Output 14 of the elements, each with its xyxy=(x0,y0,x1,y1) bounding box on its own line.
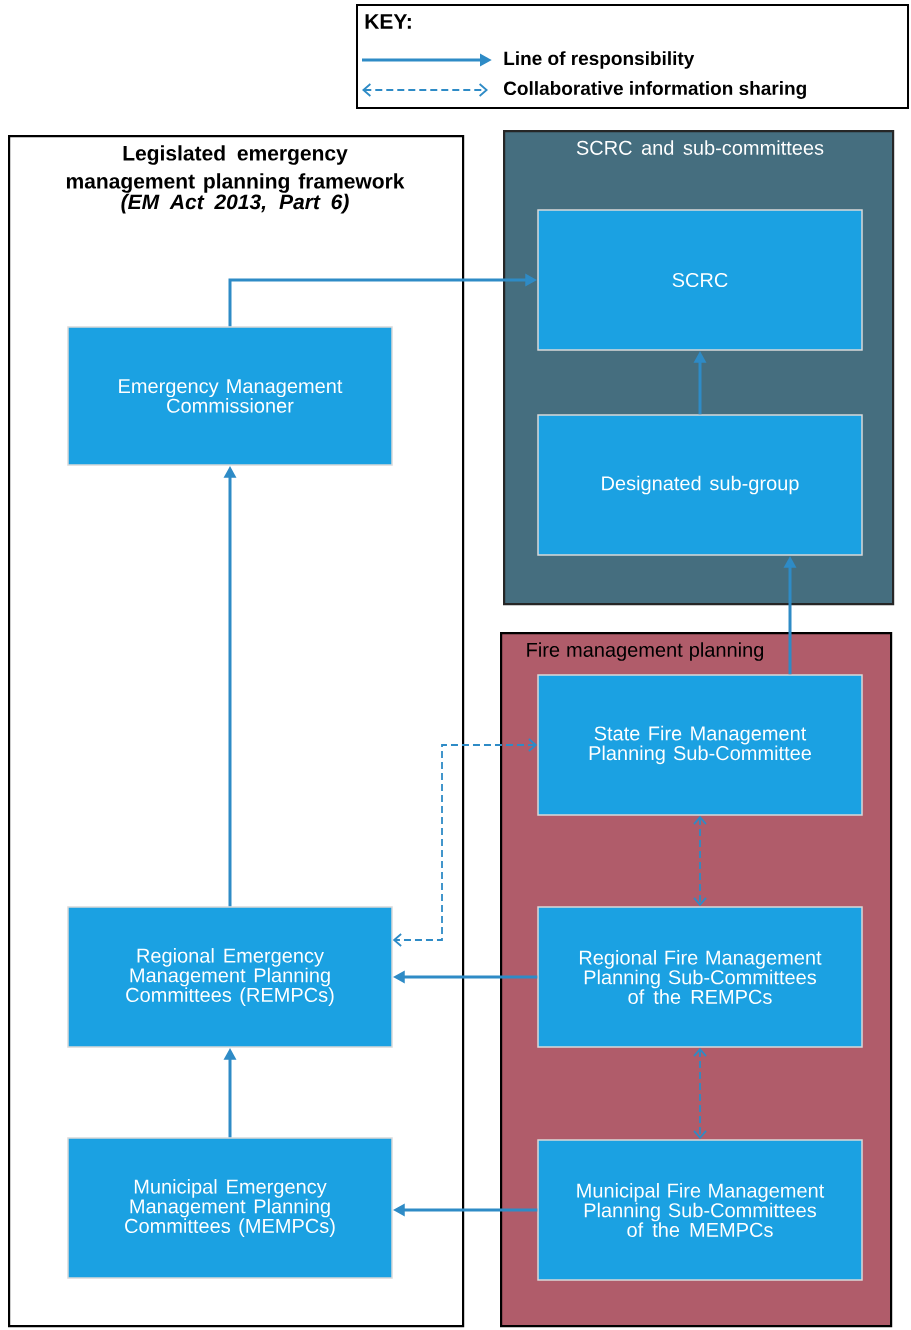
legend-text: Line of responsibility xyxy=(504,51,695,69)
process-box: Designated sub-group xyxy=(537,414,863,556)
process-box: Municipal Fire Management Planning Sub-Committees of the MEMPCs xyxy=(537,1139,863,1281)
process-box: SCRC xyxy=(537,209,863,351)
process-box: State Fire Management Planning Sub-Committee xyxy=(537,674,863,816)
process-box: Regional Fire Management Planning Sub-Committees of the REMPCs xyxy=(537,906,863,1048)
process-box: Municipal Emergency Management Planning Committees (MEMPCs) xyxy=(67,1137,393,1279)
process-box: Emergency Management Commissioner xyxy=(67,326,393,466)
key-heading: KEY: xyxy=(365,14,411,29)
legend-text: Collaborative information sharing xyxy=(504,81,806,99)
arrow xyxy=(392,738,538,947)
arrow xyxy=(693,815,707,907)
arrow xyxy=(693,1047,707,1140)
process-box: Regional Emergency Management Planning Committees (REMPCs) xyxy=(67,906,393,1048)
